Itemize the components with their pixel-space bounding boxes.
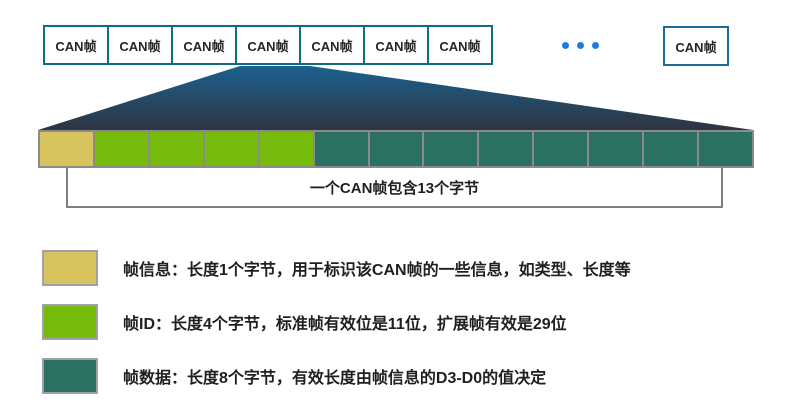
byte-cell-frame-id	[147, 130, 205, 168]
ellipsis-dot	[592, 42, 599, 49]
byte-cell-frame-info	[38, 130, 95, 168]
byte-cell-frame-id	[202, 130, 260, 168]
ellipsis-dot	[577, 42, 584, 49]
ellipsis-dot	[562, 42, 569, 49]
legend-row-frame-data: 帧数据：长度8个字节，有效长度由帧信息的D3-D0的值决定	[42, 358, 631, 394]
frame-id-label: 帧ID：长度4个字节，标准帧有效位是11位，扩展帧有效是29位	[123, 316, 567, 333]
strip-bracket: 一个CAN帧包含13个字节	[66, 168, 723, 208]
strip-annotation: 一个CAN帧包含13个字节	[309, 179, 480, 197]
can-frame-box: CAN帧	[43, 25, 109, 65]
byte-cell-frame-id	[257, 130, 315, 168]
can-frame-box: CAN帧	[107, 25, 173, 65]
legend: 帧信息：长度1个字节，用于标识该CAN帧的一些信息，如类型、长度等 帧ID：长度…	[42, 250, 631, 394]
byte-strip	[38, 130, 754, 168]
byte-cell-frame-data	[367, 130, 425, 168]
byte-cell-frame-id	[92, 130, 150, 168]
can-frame-box: CAN帧	[171, 25, 237, 65]
byte-cell-frame-data	[587, 130, 645, 168]
frame-info-label: 帧信息：长度1个字节，用于标识该CAN帧的一些信息，如类型、长度等	[123, 262, 631, 279]
can-frame-box-trailing: CAN帧	[663, 26, 729, 66]
can-frame-box: CAN帧	[235, 25, 301, 65]
byte-cell-frame-data	[532, 130, 590, 168]
byte-cell-frame-data	[422, 130, 480, 168]
can-frame-box: CAN帧	[299, 25, 365, 65]
frame-data-swatch	[42, 358, 98, 394]
legend-row-frame-id: 帧ID：长度4个字节，标准帧有效位是11位，扩展帧有效是29位	[42, 304, 631, 340]
frame-info-swatch	[42, 250, 98, 286]
legend-row-frame-info: 帧信息：长度1个字节，用于标识该CAN帧的一些信息，如类型、长度等	[42, 250, 631, 286]
can-frame-box: CAN帧	[363, 25, 429, 65]
funnel-shape	[38, 66, 753, 130]
byte-cell-frame-data	[312, 130, 370, 168]
frame-id-swatch	[42, 304, 98, 340]
byte-cell-frame-data	[697, 130, 754, 168]
frame-data-label: 帧数据：长度8个字节，有效长度由帧信息的D3-D0的值决定	[123, 370, 547, 387]
byte-cell-frame-data	[477, 130, 535, 168]
ellipsis-dots	[562, 42, 599, 49]
byte-cell-frame-data	[642, 130, 700, 168]
can-frame-box: CAN帧	[427, 25, 493, 65]
